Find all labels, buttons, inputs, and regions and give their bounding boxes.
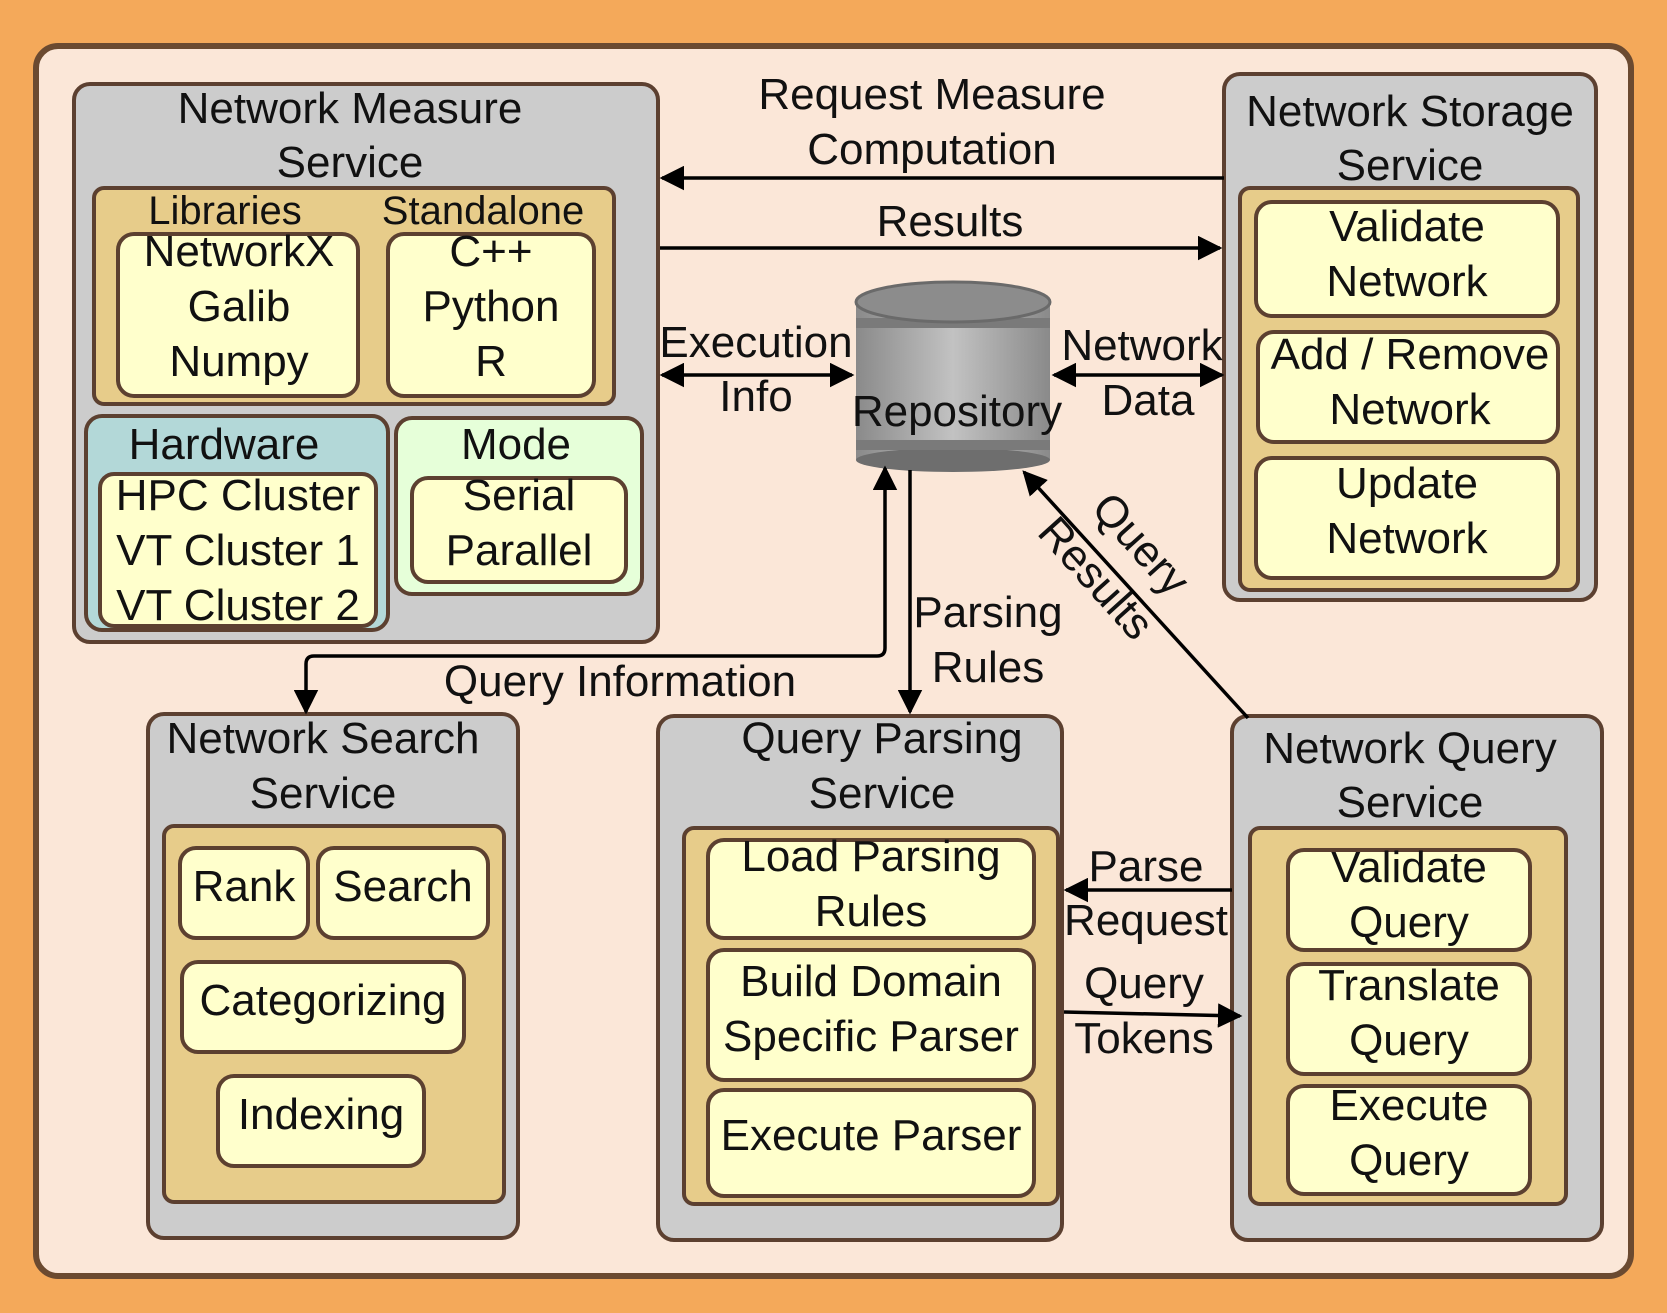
label-query-information: Query Information: [444, 657, 796, 706]
label-request-measure-line1: Request Measure: [758, 70, 1105, 119]
hardware-vt-cluster-1: VT Cluster 1: [116, 526, 360, 575]
standalone-label: Standalone: [382, 189, 584, 233]
label-execution-info-line1: Execution: [659, 318, 852, 367]
label-parsing-rules-line2: Rules: [932, 643, 1045, 692]
indexing-label: Indexing: [238, 1090, 404, 1139]
load-parsing-rules-line1: Load Parsing: [741, 832, 1000, 881]
add-remove-network-line1: Add / Remove: [1271, 330, 1550, 379]
library-galib: Galib: [188, 282, 291, 331]
standalone-box: [386, 232, 596, 398]
arrow-query-results: [1022, 470, 1250, 720]
build-domain-parser-line1: Build Domain: [740, 957, 1002, 1006]
standalone-python: Python: [423, 282, 560, 331]
categorizing-box: [180, 960, 466, 1054]
label-network-data-line2: Data: [1102, 376, 1195, 425]
repository-body: [856, 302, 1050, 460]
execute-query-box: [1286, 1084, 1532, 1196]
build-domain-parser-box: [706, 948, 1036, 1082]
translate-query-line2: Query: [1349, 1016, 1469, 1065]
label-request-measure-line2: Computation: [807, 125, 1056, 174]
load-parsing-rules-box: [706, 838, 1036, 940]
search-title-line2: Service: [250, 769, 397, 818]
label-parse-request-line1: Parse: [1089, 842, 1204, 891]
label-parse-request-line2: Request: [1064, 896, 1228, 945]
execute-query-line2: Query: [1349, 1136, 1469, 1185]
hardware-label: Hardware: [129, 420, 320, 469]
network-query-service: Network Query Service Validate Query Tra…: [1230, 714, 1604, 1242]
mode-parallel: Parallel: [446, 526, 593, 575]
search-title-line1: Network Search: [166, 714, 479, 763]
translate-query-box: [1286, 962, 1532, 1076]
search-label: Search: [333, 862, 472, 911]
validate-network-line2: Network: [1326, 257, 1488, 306]
build-domain-parser-line2: Specific Parser: [723, 1012, 1019, 1061]
mode-serial: Serial: [463, 471, 576, 520]
label-results: Results: [877, 197, 1024, 246]
validate-network-line1: Validate: [1329, 202, 1485, 251]
load-parsing-rules-line2: Rules: [815, 887, 928, 936]
execute-parser-box: [706, 1088, 1036, 1198]
validate-query-box: [1286, 848, 1532, 952]
arrow-labels: Request Measure Computation Results Exec…: [444, 70, 1228, 1063]
repository-top: [854, 280, 1052, 324]
libraries-box: [116, 232, 360, 398]
update-network-line1: Update: [1336, 459, 1478, 508]
label-query-tokens-line2: Tokens: [1074, 1014, 1213, 1063]
query-parsing-service: Query Parsing Service Load Parsing Rules…: [656, 714, 1064, 1242]
add-remove-network-box: [1256, 330, 1560, 444]
update-network-box: [1254, 456, 1560, 580]
storage-title-line2: Service: [1337, 141, 1484, 190]
validate-query-line1: Validate: [1331, 843, 1487, 892]
standalone-cpp: C++: [449, 227, 532, 276]
update-network-line2: Network: [1326, 514, 1488, 563]
arrow-query-information: [293, 465, 898, 715]
repository-band-bottom: [856, 440, 1050, 450]
measure-title-line2: Service: [277, 138, 424, 187]
execute-parser-label: Execute Parser: [721, 1111, 1022, 1160]
repository-label: Repository: [852, 387, 1062, 436]
repository-bottom: [856, 448, 1050, 472]
mode-label: Mode: [461, 420, 571, 469]
library-numpy: Numpy: [169, 337, 308, 386]
measure-title-line1: Network Measure: [178, 84, 523, 133]
storage-title-line1: Network Storage: [1246, 87, 1574, 136]
query-title-line2: Service: [1337, 778, 1484, 827]
search-box: [316, 846, 490, 940]
network-measure-service: Network Measure Service Libraries Standa…: [72, 82, 660, 644]
label-network-data-line1: Network: [1061, 321, 1223, 370]
rank-label: Rank: [193, 862, 297, 911]
network-search-service: Network Search Service Rank Search Categ…: [146, 712, 520, 1240]
library-networkx: NetworkX: [144, 227, 335, 276]
label-query-tokens-line1: Query: [1084, 959, 1204, 1008]
indexing-box: [216, 1074, 426, 1168]
label-parsing-rules-line1: Parsing: [913, 588, 1062, 637]
network-storage-service: Network Storage Service Validate Network…: [1222, 72, 1598, 602]
repository-database-icon: Repository: [852, 280, 1062, 472]
hardware-hpc-cluster: HPC Cluster: [116, 471, 361, 520]
hardware-vt-cluster-2: VT Cluster 2: [116, 581, 360, 630]
validate-query-line2: Query: [1349, 898, 1469, 947]
add-remove-network-line2: Network: [1329, 385, 1491, 434]
categorizing-label: Categorizing: [199, 976, 446, 1025]
query-title-line1: Network Query: [1263, 724, 1556, 773]
translate-query-line1: Translate: [1318, 961, 1500, 1010]
arrows: [293, 165, 1250, 1028]
label-execution-info-line2: Info: [719, 372, 792, 421]
validate-network-box: [1254, 200, 1560, 318]
libraries-label: Libraries: [148, 189, 301, 233]
standalone-r: R: [475, 337, 507, 386]
rank-box: [178, 846, 310, 940]
arrow-query-tokens: [1063, 1003, 1243, 1028]
parsing-title-line1: Query Parsing: [741, 714, 1022, 763]
execute-query-line1: Execute: [1330, 1081, 1489, 1130]
parsing-title-line2: Service: [809, 769, 956, 818]
